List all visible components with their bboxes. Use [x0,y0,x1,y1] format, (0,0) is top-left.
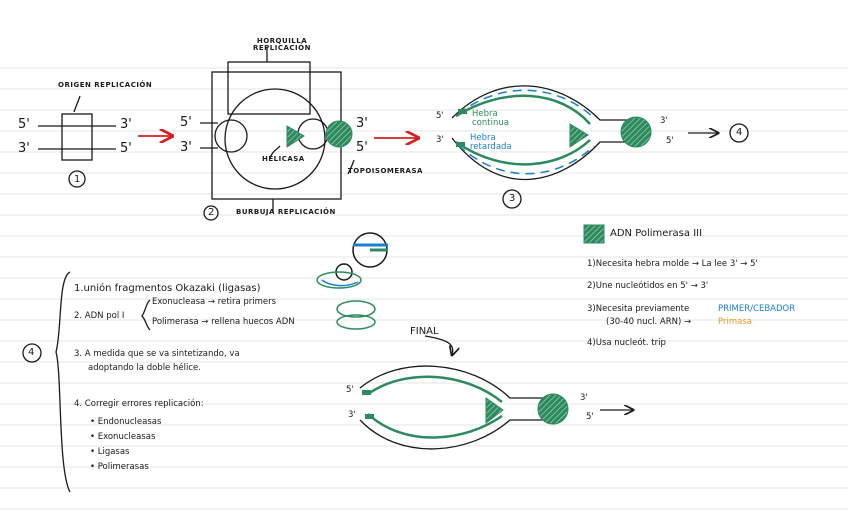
topoisomerase-icon [325,120,353,148]
legend-item-3d: Primasa [718,317,752,327]
s4-point2-a: Exonucleasa → retira primers [152,297,277,307]
s2-three-left: 3' [180,140,192,155]
topoisomerase-icon-3 [537,393,569,425]
s4-list-item: • Ligasas [90,447,130,457]
step2-bubble [200,48,355,221]
s1-three-left: 3' [18,141,30,156]
final-label: FINAL [410,326,439,337]
s4-number: 4 [28,347,35,358]
helicase-label: HELICASA [262,155,305,163]
step3-fork [451,85,749,209]
s4-point3-b: adoptando la doble hélice. [88,363,201,373]
s3-five-right: 5' [666,136,674,146]
s3-three-right: 3' [660,116,668,126]
s1-five-left: 5' [18,117,30,132]
primer-mark-4 [365,414,374,419]
leading-label: Hebra continua [472,109,509,128]
fork-label: HORQUILLA REPLICACIÓN [253,37,311,52]
legend-item-3a: 3)Necesita previamente [587,304,690,314]
polymerase-legend: ADN Polimerasa III [610,228,703,239]
s4-point3-a: 3. A medida que se va sintetizando, va [74,349,240,359]
s2-number: 2 [208,207,215,218]
final-five-left: 5' [346,385,354,395]
legend-item-1: 1)Necesita hebra molde → La lee 3' → 5' [587,259,758,269]
s1-five-right: 5' [120,141,132,156]
s2-three-right: 3' [356,116,368,131]
s3-next-number: 4 [736,127,743,138]
s4-list-item: • Polimerasas [90,462,149,472]
s4-point1: 1.unión fragmentos Okazaki (ligasas) [74,283,261,294]
s1-three-right: 3' [120,117,132,132]
s4-point2-head: 2. ADN pol I [74,311,125,321]
final-fork [359,335,633,450]
legend-item-4: 4)Usa nucleót. trip [587,338,666,348]
s3-five-left: 5' [436,111,444,121]
step4-bracket [22,271,151,493]
s2-five-right: 5' [356,140,368,155]
s4-list-item: • Endonucleasas [90,417,162,427]
lagging-label: Hebra retardada [470,133,512,152]
polymerase-legend-icon [583,224,605,244]
s4-point2-b: Polimerasa → rellena huecos ADN [152,317,295,327]
legend-item-3c: (30-40 nucl. ARN) → [606,317,692,327]
s3-three-left: 3' [436,135,444,145]
primer-mark-3 [362,390,371,395]
helicase-icon [286,125,305,148]
topo-label: TOPOISOMERASA [348,167,423,175]
s1-number: 1 [74,174,81,185]
legend-item-3b: PRIMER/CEBADOR [718,304,796,314]
step1-origin [38,95,116,188]
s4-list-item: • Exonucleasas [90,432,156,442]
s3-number: 3 [509,193,516,204]
origin-label: ORIGEN REPLICACIÓN [58,81,153,89]
ruled-lines [0,67,848,510]
final-three-right: 3' [580,393,588,403]
polymerase-icon-1 [569,123,589,148]
primer-mark-2 [456,142,465,147]
s2-five-left: 5' [180,115,192,130]
primer-mark-1 [458,109,467,114]
topoisomerase-icon-2 [620,116,652,148]
final-three-left: 3' [348,410,356,420]
bubble-label: BURBUJA REPLICACIÓN [236,208,336,216]
legend-item-2: 2)Une nucleótidos en 5' → 3' [587,281,709,291]
step4-icons [316,232,388,330]
final-five-right: 5' [586,412,594,422]
s4-point4: 4. Corregir errores replicación: [74,399,204,409]
polymerase-icon-2 [485,397,504,425]
